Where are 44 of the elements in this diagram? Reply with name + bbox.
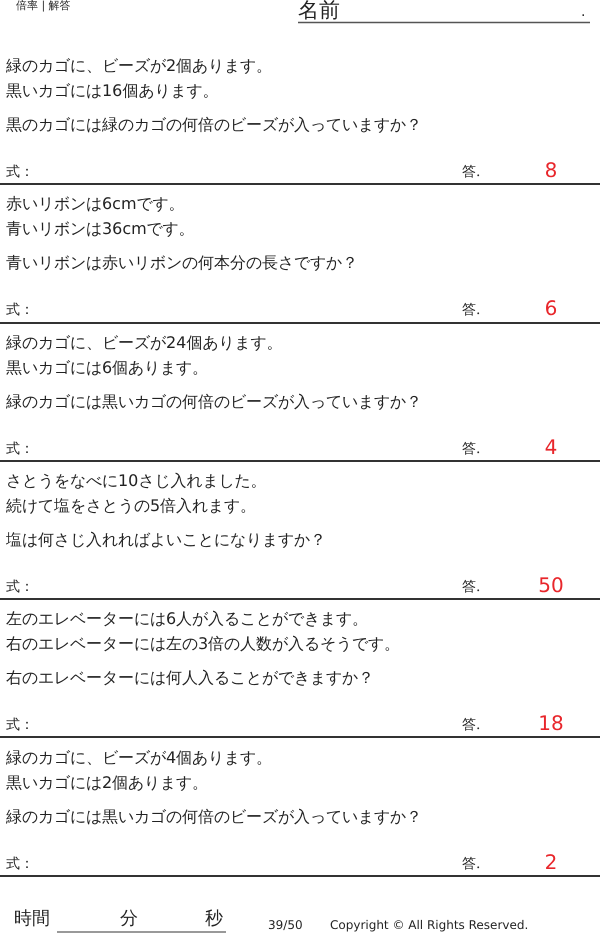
problem-text: 緑のカゴに、ビーズが4個あります。 [6, 748, 272, 767]
answer-value: 6 [544, 296, 558, 320]
problem-text: さとうをなべに10さじ入れました。 [6, 470, 266, 490]
formula-label: 式： [6, 717, 34, 734]
answer-label: 答. [462, 164, 480, 181]
period-mark: . [581, 4, 586, 21]
header-text: 倍率 | 解答 [16, 0, 71, 12]
copyright-text: Copyright © All Rights Reserved. [330, 918, 528, 932]
problem-text: 右のエレベーターには左の3倍の人数が入るそうです。 [6, 634, 400, 654]
answer-value: 2 [544, 850, 558, 874]
answer-value: 50 [537, 572, 565, 597]
problem-text: 黒いカゴには6個あります。 [6, 358, 208, 377]
time-label: 時間 [14, 908, 50, 930]
formula-label: 式： [6, 578, 34, 596]
answer-value: 8 [544, 158, 558, 182]
problem-text: 青いリボンは36cmです。 [6, 219, 195, 238]
problem-text: 左のエレベーターには6人が入ることができます。 [6, 609, 368, 628]
problem-text: 黒いカゴには16個あります。 [6, 81, 218, 100]
answer-label: 答. [462, 440, 480, 458]
answer-value: 18 [537, 711, 565, 736]
problem-text: 黒いカゴには2個あります。 [6, 772, 208, 792]
minutes-label: 分 [120, 908, 138, 930]
page-number: 39/50 [268, 918, 303, 932]
answer-label: 答. [462, 302, 480, 320]
answer-label: 答. [462, 717, 480, 734]
problem-text: 続けて塩をさとうの5倍入れます。 [6, 496, 256, 516]
question-text: 右のエレベーターには何人入ることができますか？ [6, 668, 374, 688]
problem-text: 赤いリボンは6cmです。 [6, 194, 185, 214]
answer-label: 答. [462, 856, 480, 872]
question-text: 塩は何さじ入れればよいことになりますか？ [6, 530, 326, 550]
problem-text: 緑のカゴに、ビーズが24個あります。 [6, 332, 282, 352]
question-text: 緑のカゴには黒いカゴの何倍のビーズが入っていますか？ [6, 392, 422, 411]
answer-value: 4 [544, 434, 558, 459]
question-text: 黒のカゴには緑のカゴの何倍のビーズが入っていますか？ [6, 115, 422, 134]
name-label: 名前 [298, 0, 340, 24]
seconds-label: 秒 [205, 908, 223, 930]
question-text: 青いリボンは赤いリボンの何本分の長さですか？ [6, 253, 358, 272]
formula-label: 式： [6, 302, 34, 320]
formula-label: 式： [6, 856, 34, 872]
problem-text: 緑のカゴに、ビーズが2個あります。 [6, 56, 272, 76]
answer-label: 答. [462, 578, 480, 596]
question-text: 緑のカゴには黒いカゴの何倍のビーズが入っていますか？ [6, 806, 422, 826]
formula-label: 式： [6, 164, 34, 181]
formula-label: 式： [6, 440, 34, 458]
